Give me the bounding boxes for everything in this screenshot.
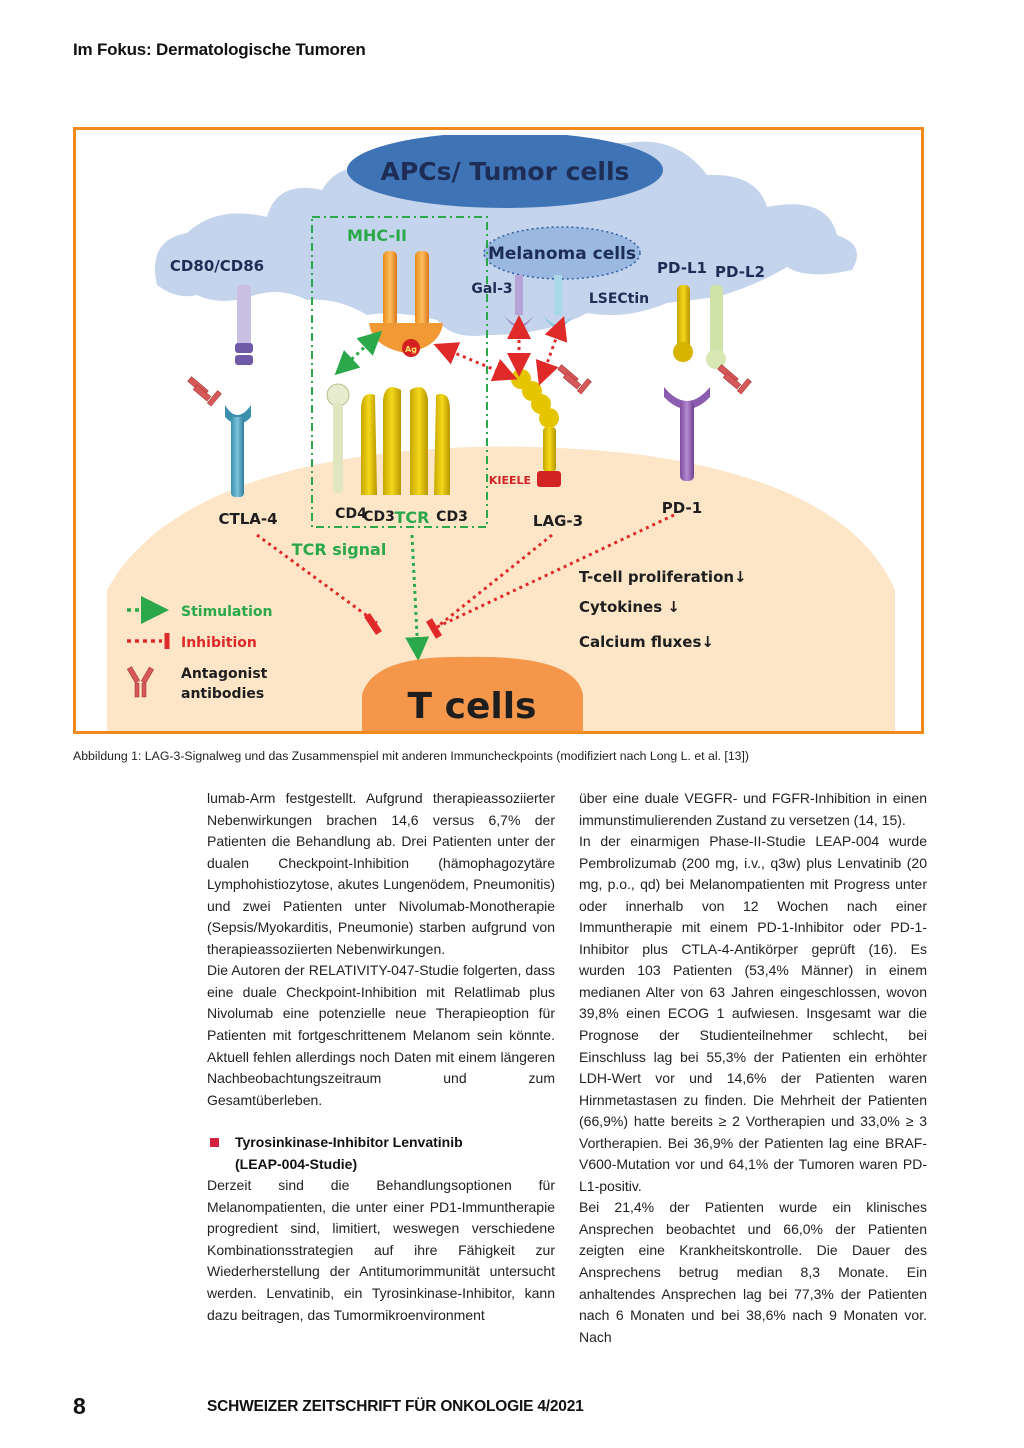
- pdl2-label: PD-L2: [715, 263, 765, 281]
- inhibition-line-pd1: [436, 513, 675, 629]
- left-column: lumab-Arm festgestellt. Aufgrund therapi…: [207, 788, 555, 1326]
- legend-stimulation: Stimulation: [181, 604, 272, 620]
- lag3-kieele-motif: [537, 471, 561, 487]
- figure-frame: APCs/ Tumor cells Melanoma cells MHC-II …: [73, 127, 924, 734]
- mhc-chain-left: [383, 251, 397, 326]
- cd3-left-outer: [361, 394, 377, 495]
- pdl2-stalk: [710, 285, 723, 357]
- apc-label: APCs/ Tumor cells: [381, 157, 630, 186]
- right-paragraph-1: über eine duale VEGFR- und FGFR-Inhibiti…: [579, 790, 927, 828]
- lag3-label: LAG-3: [533, 512, 583, 530]
- mhc-groove: [369, 323, 443, 353]
- ctla4-label: CTLA-4: [218, 510, 277, 528]
- cd3-right-label: CD3: [436, 509, 468, 525]
- kieele-label: KIEELE: [489, 474, 531, 487]
- legend-antagonist-line2: antibodies: [181, 686, 264, 702]
- gal3-label: Gal-3: [471, 281, 512, 297]
- legend-antagonist-line1: Antagonist: [181, 666, 268, 682]
- legend-antibody-icon: [126, 666, 154, 698]
- cd4-stalk: [333, 403, 343, 493]
- lsectin-label: LSECtin: [589, 291, 649, 307]
- cd4-head: [326, 383, 350, 407]
- cd3-left-label: CD3: [363, 509, 395, 525]
- pdl1-label: PD-L1: [657, 259, 707, 277]
- t-cell-membrane: [107, 446, 895, 731]
- right-paragraph-3: Bei 21,4% der Patienten wurde ein klinis…: [579, 1199, 927, 1345]
- melanoma-label: Melanoma cells: [488, 244, 636, 264]
- mhc-chain-right: [415, 251, 429, 326]
- cd80-domain-1: [235, 343, 253, 353]
- journal-name: SCHWEIZER ZEITSCHRIFT FÜR ONKOLOGIE 4/20…: [207, 1398, 584, 1415]
- figure-caption: Abbildung 1: LAG-3-Signalweg und das Zus…: [73, 749, 750, 763]
- cd3-right-inner: [410, 387, 428, 495]
- tumor-cell-header: [347, 135, 663, 208]
- lag3-pathway-diagram: APCs/ Tumor cells Melanoma cells MHC-II …: [107, 135, 895, 731]
- tcr-signal-label: TCR signal: [292, 540, 387, 559]
- inhibition-bar-t-cell: [425, 618, 443, 639]
- pd1-head: [664, 387, 710, 409]
- pdl2-head: [706, 349, 726, 369]
- inhibition-bar-ctla4: [364, 613, 382, 635]
- antibody-lag3: [557, 364, 592, 395]
- cytokines-label: Cytokines ↓: [579, 598, 680, 616]
- page-number: 8: [73, 1393, 86, 1419]
- pdl1-stalk: [677, 285, 690, 350]
- right-paragraph-2: In der einarmigen Phase-II-Studie LEAP-0…: [579, 833, 927, 1194]
- left-paragraph-3: Derzeit sind die Behandlungsoptionen für…: [207, 1177, 555, 1323]
- stimulation-arrow-mhc-cd4: [334, 330, 383, 376]
- antibody-ctla4: [187, 376, 222, 407]
- interaction-arrow-lsectin-lag3: [535, 316, 568, 386]
- antibody-pd1: [717, 364, 752, 395]
- lag3-stalk: [543, 427, 556, 472]
- cd80-label: CD80/CD86: [170, 257, 264, 275]
- tcell-proliferation-label: T-cell proliferation↓: [579, 568, 747, 586]
- section-header: Im Fokus: Dermatologische Tumoren: [73, 40, 366, 59]
- tcr-signal-arrow: [405, 534, 430, 661]
- subheading: Tyrosinkinase-Inhibitor Lenvatinib (LEAP…: [207, 1132, 555, 1175]
- right-column: über eine duale VEGFR- und FGFR-Inhibiti…: [579, 788, 927, 1348]
- subheading-line2: (LEAP-004-Studie): [235, 1155, 358, 1172]
- ctla4-stalk: [231, 417, 244, 497]
- t-cells-nucleus: [362, 656, 583, 731]
- pdl1-head: [673, 342, 693, 362]
- paragraph-gap: [207, 1111, 555, 1132]
- tcr-label: TCR: [395, 508, 430, 527]
- cd3-right-outer: [434, 394, 450, 495]
- subheading-marker: [210, 1138, 219, 1148]
- ag-label: Ag: [405, 345, 417, 354]
- left-paragraph-2: Die Autoren der RELATIVITY-047-Studie fo…: [207, 962, 555, 1108]
- subheading-line1: Tyrosinkinase-Inhibitor Lenvatinib: [235, 1134, 463, 1151]
- t-cells-label: T cells: [408, 686, 537, 727]
- antigen-marker: [402, 339, 420, 357]
- left-paragraph-1: lumab-Arm festgestellt. Aufgrund therapi…: [207, 790, 555, 957]
- cd4-label: CD4: [335, 506, 367, 522]
- legend-inhibition: Inhibition: [181, 635, 257, 651]
- cd80-domain-2: [235, 355, 253, 365]
- lag3-domain-4: [539, 408, 559, 428]
- pd1-label: PD-1: [662, 499, 702, 517]
- cd80-stalk: [237, 285, 251, 345]
- lsectin-stalk: [554, 275, 562, 315]
- gal3-stalk: [515, 275, 523, 315]
- pd1-stalk: [680, 401, 694, 481]
- interaction-arrow-mhc-lag3: [433, 342, 518, 382]
- calcium-fluxes-label: Calcium fluxes↓: [579, 633, 714, 651]
- mhc-label: MHC-II: [347, 226, 407, 245]
- cd3-left-inner: [383, 387, 401, 495]
